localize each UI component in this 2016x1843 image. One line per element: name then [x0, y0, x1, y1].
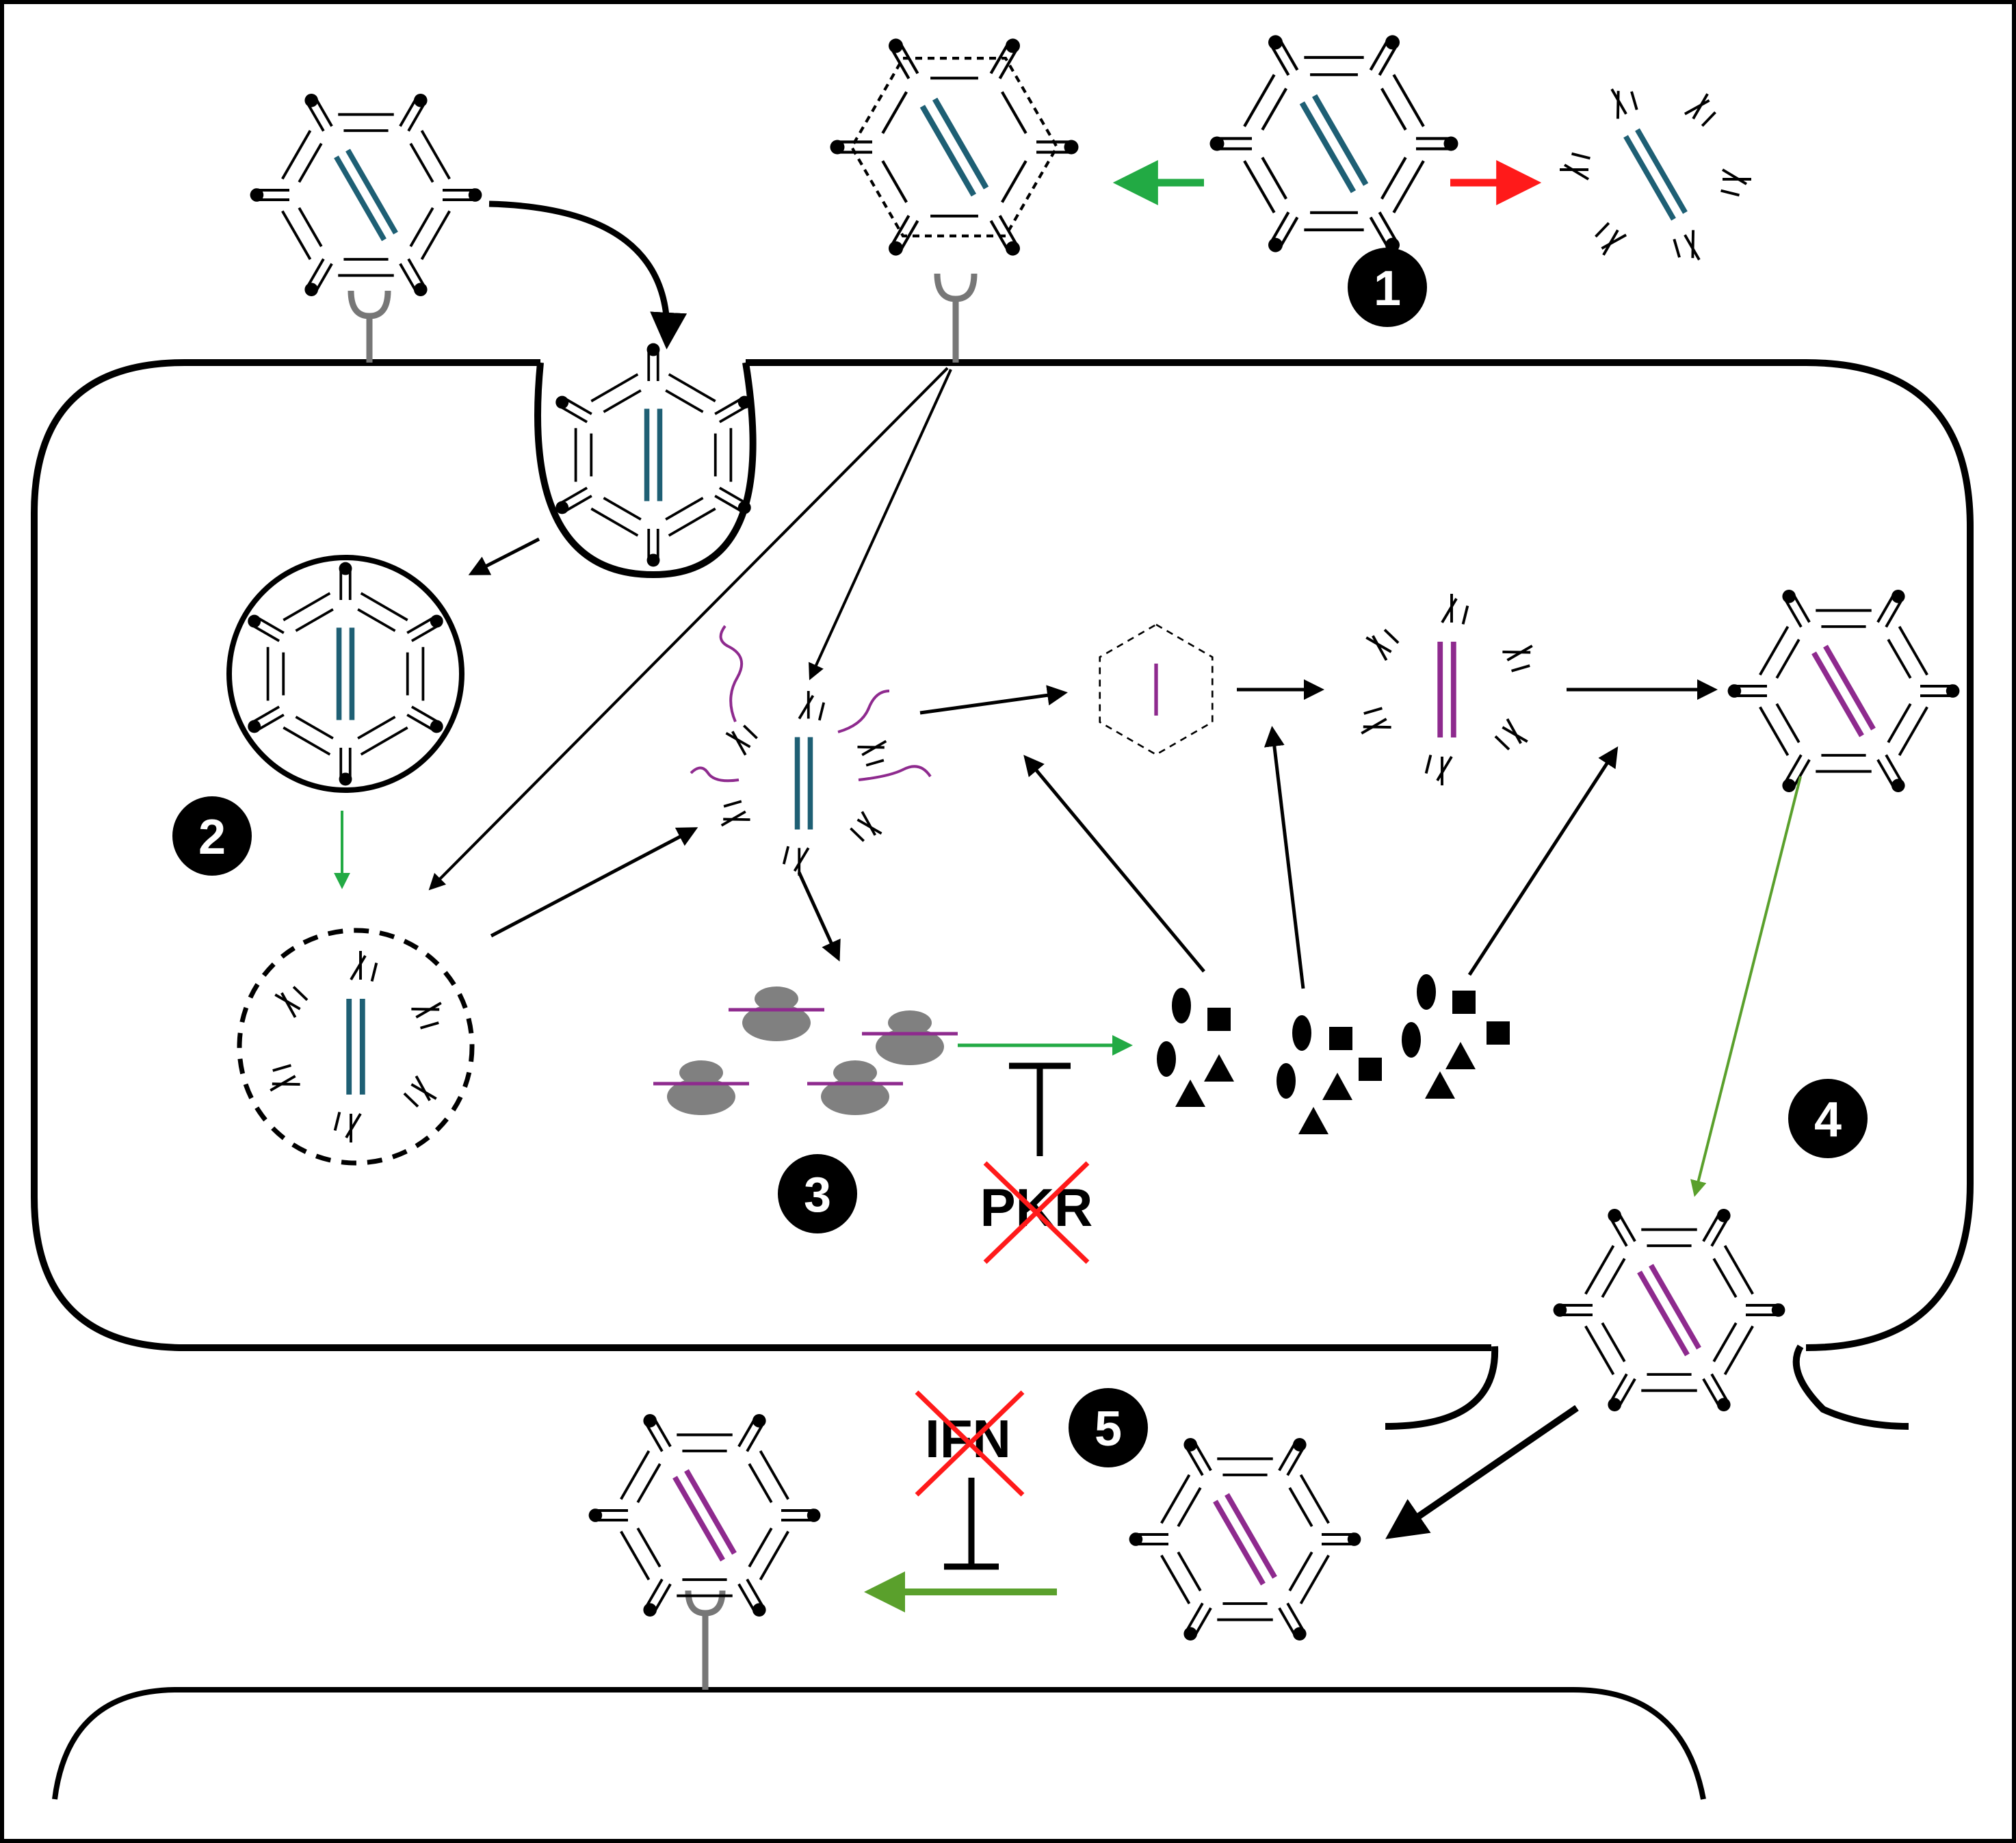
free-virion-icon	[1209, 35, 1458, 252]
svg-text:4: 4	[1814, 1093, 1842, 1147]
arrow-egress	[1690, 776, 1802, 1197]
ribosome-icon	[729, 986, 824, 1041]
uncoating-compartment	[237, 928, 475, 1166]
arrow-core-to-assembly	[919, 685, 1068, 715]
arrow-to-endocytosis	[488, 200, 688, 350]
viral-protein-icon	[1425, 1071, 1455, 1099]
arrow-uncoating-to-core	[490, 827, 698, 938]
viral-protein-icon	[1402, 1022, 1421, 1058]
viral-protein-icon	[1445, 1042, 1476, 1069]
step-badge-1: 1	[1348, 248, 1427, 327]
endosome	[226, 555, 464, 793]
endocytosed-virion-icon	[555, 343, 751, 567]
ribosome-icon	[807, 1060, 903, 1115]
viral-protein-icon	[1292, 1015, 1311, 1051]
viral-protein-icon	[1298, 1107, 1328, 1134]
svg-text:1: 1	[1374, 261, 1401, 316]
arrow-proteins-to-core	[1264, 726, 1305, 989]
ribosome-icon	[862, 1010, 958, 1065]
receptor-icon	[348, 290, 391, 363]
arrows	[334, 160, 1802, 1612]
nascent-mrna	[837, 690, 890, 733]
viral-protein-icon	[1204, 1054, 1234, 1082]
viral-protein-icon	[1359, 1058, 1382, 1081]
viral-protein-icon	[1277, 1063, 1296, 1099]
pkr-cross	[983, 1161, 1090, 1264]
arrow-receptor-to-core	[809, 369, 952, 681]
isvp-virion-icon	[830, 38, 1079, 256]
step-badge-3: 3	[778, 1154, 857, 1233]
receptor-icon	[685, 1590, 726, 1690]
endosome-virion-icon	[248, 562, 443, 786]
ifn-cross	[915, 1390, 1025, 1497]
svg-text:5: 5	[1095, 1402, 1122, 1456]
viral-protein-icon	[1329, 1027, 1352, 1050]
cell-membrane	[31, 359, 1974, 1351]
assembly-intermediate-icon	[1099, 623, 1214, 756]
viral-protein-icon	[1172, 988, 1191, 1023]
svg-text:3: 3	[804, 1168, 831, 1223]
receptor-icon	[934, 273, 978, 363]
nascent-mrna	[719, 625, 744, 722]
viral-protein-icon	[1487, 1021, 1510, 1045]
neighbor-attached-virion-icon	[588, 1413, 821, 1617]
viral-proteins	[1157, 974, 1510, 1134]
viral-protein-icon	[1207, 1008, 1231, 1031]
endocytic-pit	[534, 362, 757, 579]
nascent-mrna	[690, 766, 739, 783]
uncoated-core-icon	[270, 951, 442, 1142]
released-virion-icon	[1129, 1437, 1361, 1641]
progeny-virion-icon	[1727, 589, 1960, 793]
exit-membrane-right	[1792, 1344, 1909, 1430]
exit-membrane-left	[1385, 1346, 1499, 1430]
svg-text:2: 2	[198, 810, 226, 865]
arrow-release	[1385, 1404, 1579, 1539]
step-badge-4: 4	[1788, 1079, 1868, 1158]
transcribing-core-icon	[720, 691, 887, 876]
inactivated-virion-icon	[1560, 88, 1751, 261]
viral-protein-icon	[1417, 974, 1436, 1010]
viral-protein-icon	[1175, 1080, 1205, 1107]
step-badge-2: 2	[172, 796, 252, 876]
neighbor-cell-membrane	[52, 1687, 1706, 1800]
arrow-uncoating-to-receptor	[430, 367, 949, 889]
viral-protein-icon	[1322, 1073, 1352, 1100]
pkr-label: PKR	[980, 1177, 1093, 1238]
arrow-core-to-translation	[797, 871, 841, 962]
progeny-core-icon	[1361, 594, 1533, 785]
viral-protein-icon	[1157, 1041, 1176, 1077]
arrow-proteins-to-assembly	[1023, 755, 1205, 973]
translation-ribosomes	[653, 986, 958, 1115]
arrow-to-endosome	[468, 537, 540, 575]
nascent-mrna	[858, 765, 932, 781]
arrow-proteins-to-progeny-core	[1467, 746, 1619, 976]
viral-protein-icon	[1452, 991, 1476, 1014]
step-badge-5: 5	[1069, 1388, 1148, 1467]
ribosome-icon	[653, 1060, 749, 1115]
pkr-inhibition	[1009, 1062, 1071, 1156]
attached-virion-icon	[250, 93, 482, 297]
budding-virion-icon	[1553, 1208, 1785, 1412]
ifn-inhibition	[944, 1478, 999, 1570]
